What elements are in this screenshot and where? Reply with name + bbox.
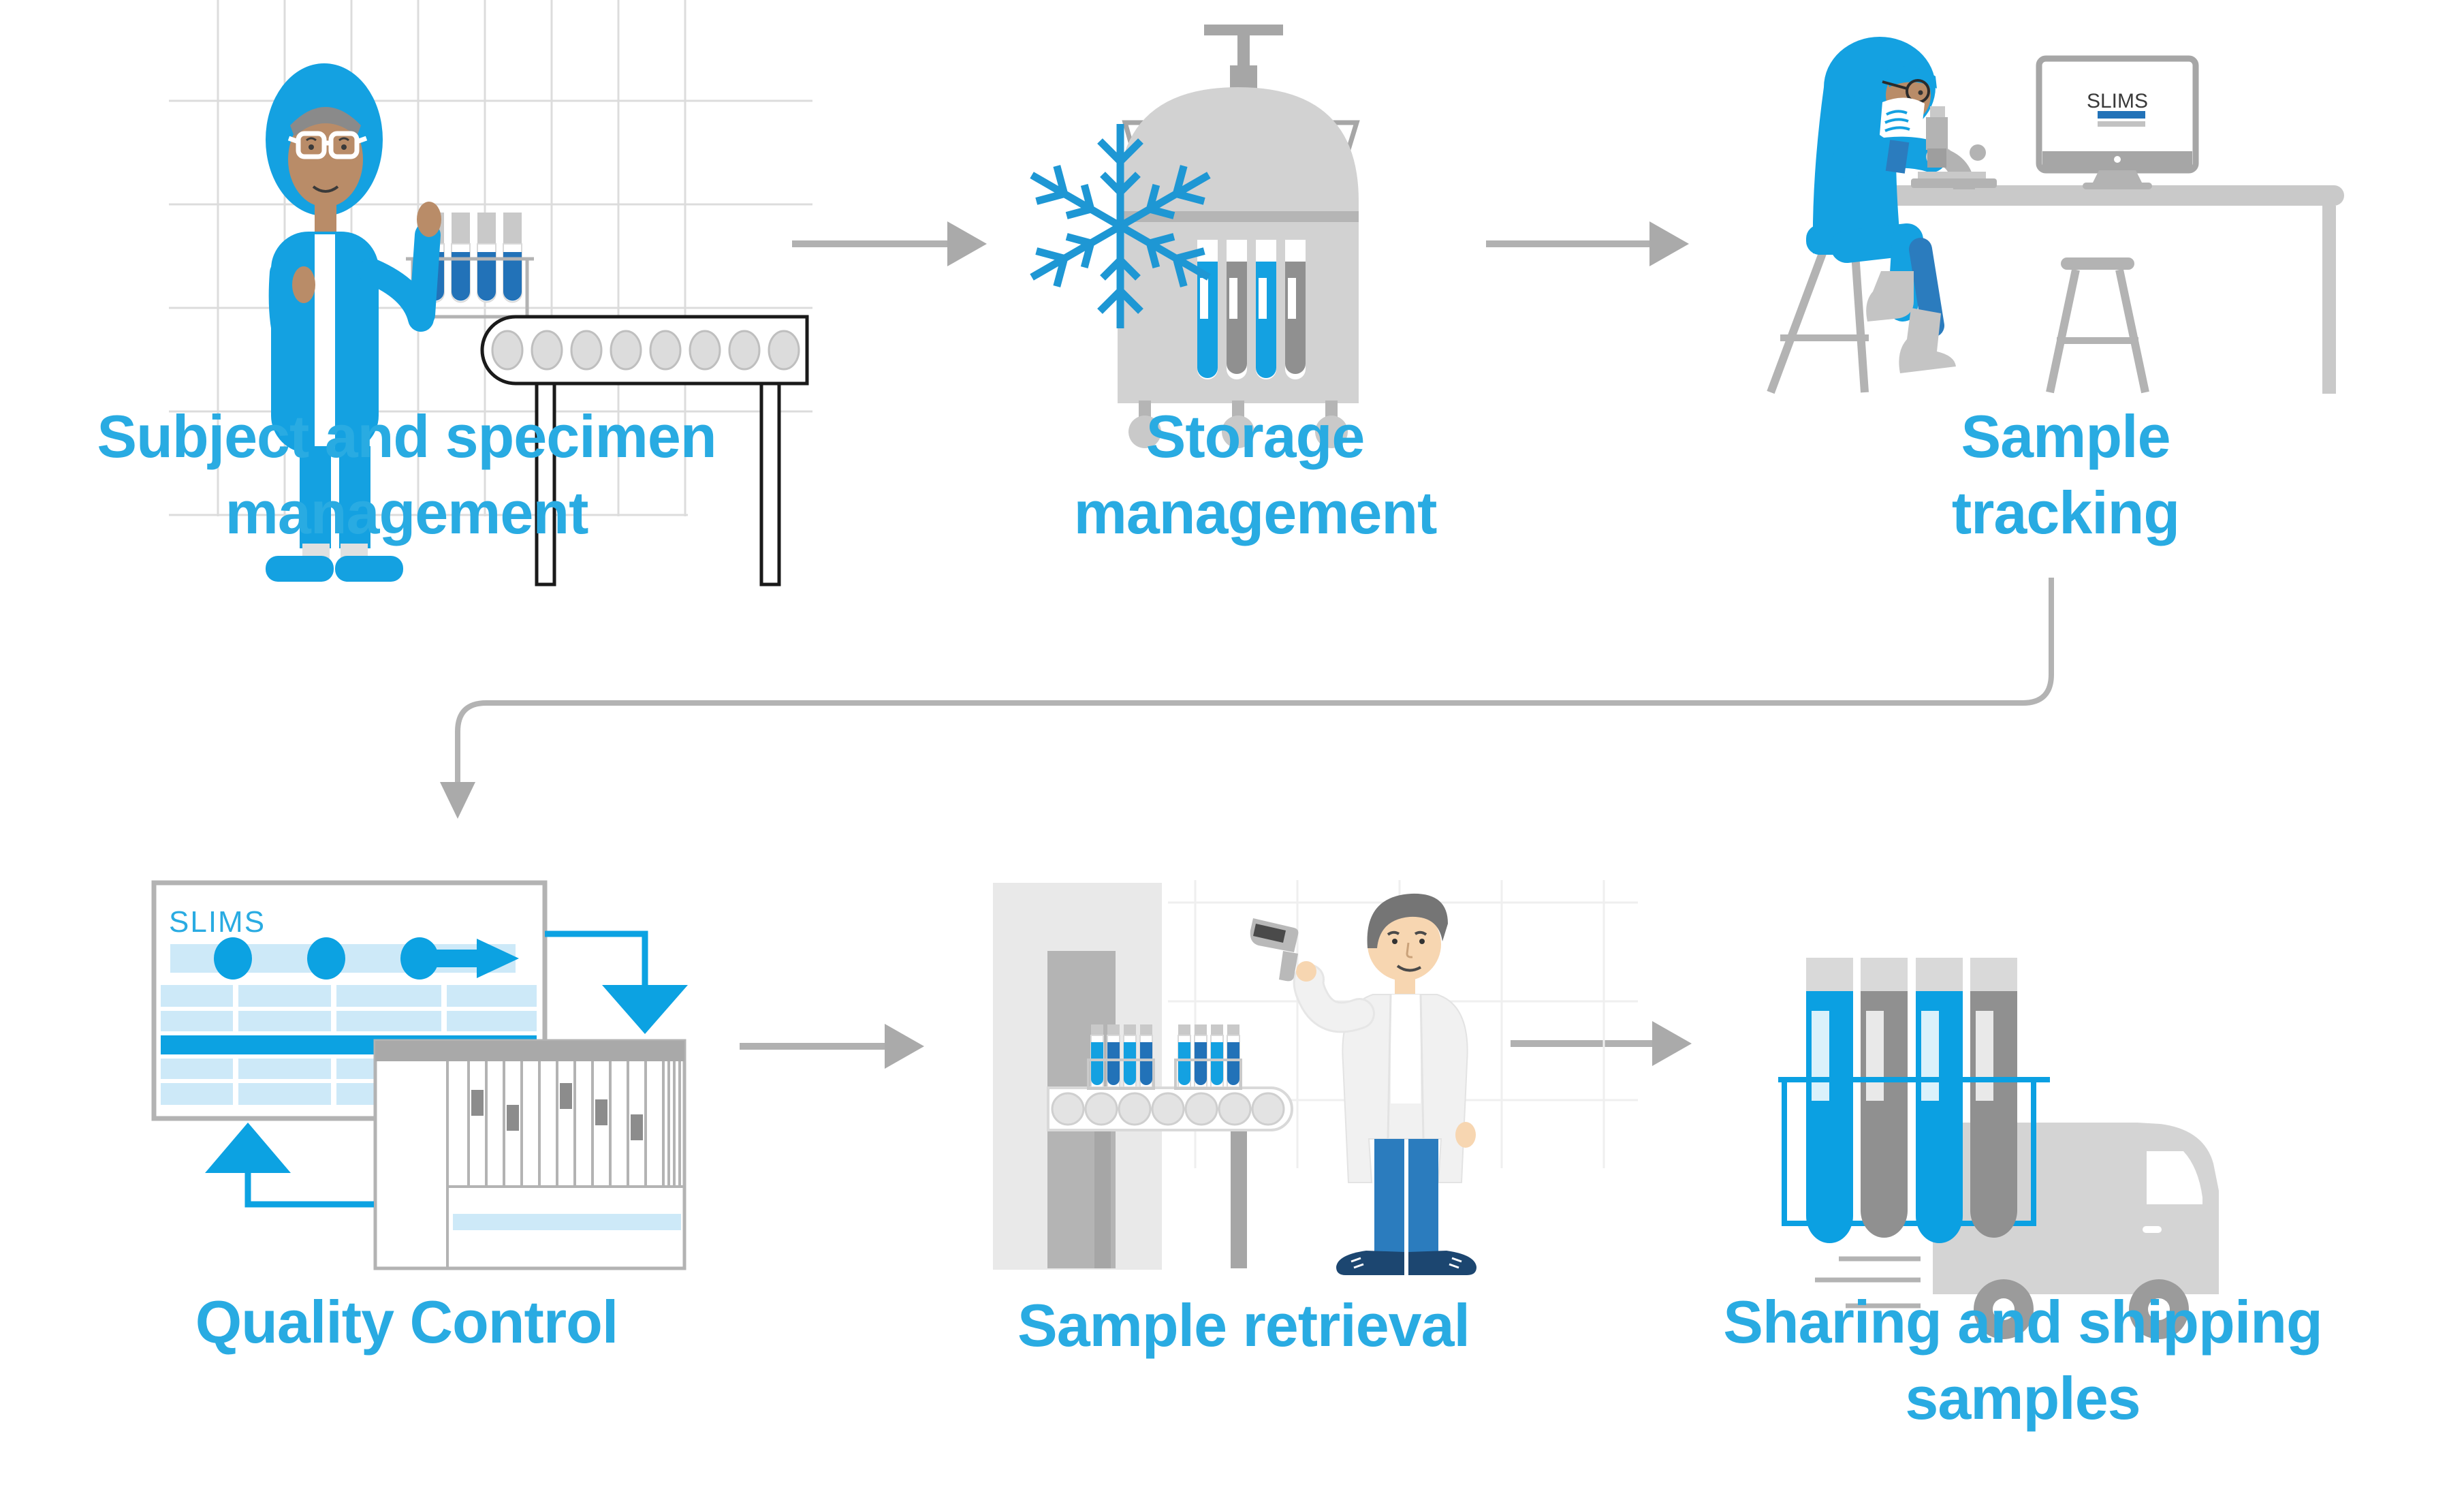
illustration-subject-specimen-management: [169, 0, 812, 586]
cryo-tank: [1118, 25, 1360, 448]
step-label-storage-management: Storage management: [1073, 398, 1438, 551]
output-conveyor: [1047, 1086, 1293, 1268]
label-line: Sharing and shipping: [1723, 1288, 2323, 1356]
illustration-quality-control: SLIMS: [151, 880, 688, 1270]
boot-lower: [1899, 308, 1956, 373]
barcode-scanner-icon: [1250, 918, 1299, 982]
label-line: Subject and specimen: [97, 403, 716, 470]
conveyor-rollers: [491, 330, 800, 371]
sleeve-band: [1885, 140, 1910, 174]
slims-monitor: SLIMS: [2036, 55, 2199, 189]
stool: [2046, 257, 2149, 394]
rack-rail: [1778, 1077, 2050, 1082]
arrow-step5-to-step6: [1511, 1021, 1692, 1066]
step-label-sample-tracking: Sample tracking: [1951, 398, 2180, 551]
snowflake-icon: [1022, 124, 1219, 328]
speed-lines: [1815, 1256, 1921, 1309]
jeans-right: [1408, 1139, 1438, 1252]
label-line: samples: [1905, 1364, 2141, 1432]
face-features: [1387, 930, 1427, 972]
qc-blue-arrow-up: [205, 1123, 374, 1208]
arrow-step2-to-step3: [1486, 221, 1689, 266]
qc-blue-arrow-down: [545, 930, 688, 1034]
step-label-subject-specimen: Subject and specimen management: [97, 398, 716, 551]
safety-goggles-icon: [287, 131, 368, 159]
face-features: [306, 137, 349, 193]
connector-arrowhead: [440, 782, 475, 819]
hair: [1367, 893, 1448, 948]
hand: [1296, 961, 1316, 982]
illustration-sample-retrieval: [993, 880, 1638, 1275]
label-line: management: [225, 479, 589, 546]
shipping-tube-rack: [1778, 958, 2050, 1243]
illustration-sharing-shipping: [1778, 958, 2219, 1339]
technician-lab-coat: [1250, 893, 1476, 1275]
label-line: Storage: [1146, 403, 1365, 470]
desk: [1867, 185, 2344, 206]
illustration-storage-management: [1022, 25, 1360, 448]
technician-cleanroom-suit: [266, 63, 441, 582]
suit-zipper: [315, 234, 335, 451]
workflow-arrow: [477, 939, 519, 978]
arrow-step4-to-step5: [740, 1024, 924, 1069]
connector-step3-to-step4: [440, 578, 2054, 819]
scientist-seated: [1806, 37, 1956, 373]
hair: [290, 107, 361, 136]
analyzer-slots: [447, 1061, 684, 1188]
monitor-screen-text: SLIMS: [2087, 90, 2148, 112]
arrow-step1-to-step2: [792, 221, 987, 266]
stored-tubes: [1197, 240, 1306, 379]
raised-arm: [358, 222, 441, 332]
label-line: Quality Control: [195, 1288, 619, 1356]
analyzer-samples: [471, 1083, 643, 1140]
step-label-quality-control: Quality Control: [195, 1284, 619, 1360]
slims-window-title: SLIMS: [169, 905, 266, 939]
boot-upper: [1866, 271, 1914, 322]
shoe-right: [335, 556, 403, 582]
qc-analyzer-instrument: [373, 1039, 686, 1270]
shoe-left: [1336, 1251, 1404, 1275]
extended-arm: [1295, 966, 1373, 1031]
label-line: tracking: [1951, 479, 2180, 546]
scientist-stool: [1767, 251, 1869, 394]
label-line: Sample: [1961, 403, 2170, 470]
shoe-left: [266, 556, 334, 582]
retrieved-tube-racks: [1087, 1024, 1242, 1090]
step-label-sample-retrieval: Sample retrieval: [1017, 1287, 1470, 1364]
label-line: Sample retrieval: [1017, 1292, 1470, 1359]
microscope-icon: [1911, 106, 1997, 189]
cab-window: [2147, 1151, 2202, 1204]
glove-hand: [292, 266, 315, 303]
illustration-sample-tracking: SLIMS: [1767, 37, 2344, 394]
arm-across-chest: [268, 260, 315, 392]
shoe-right: [1408, 1251, 1476, 1275]
conveyor-table: [480, 315, 809, 586]
casters: [1128, 401, 1348, 448]
raised-hand: [417, 202, 441, 237]
shipping-tubes: [1806, 958, 2017, 1243]
jeans-left: [1374, 1139, 1404, 1252]
label-line: management: [1073, 479, 1438, 546]
step-label-sharing-shipping: Sharing and shipping samples: [1723, 1284, 2323, 1437]
